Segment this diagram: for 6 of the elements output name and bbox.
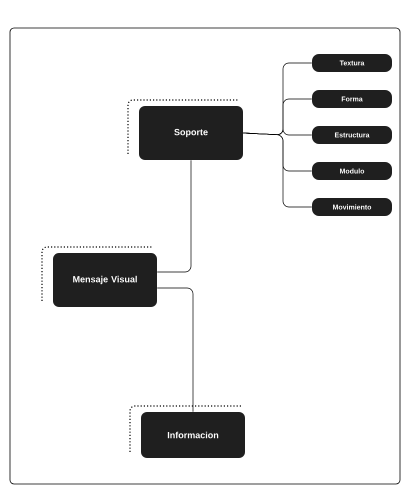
topic-box: Informacion [129, 405, 245, 458]
topic-box: Soporte [127, 99, 243, 160]
connector-line [156, 288, 194, 412]
connector-line [242, 132, 312, 208]
topic-box: Mensaje Visual [41, 246, 157, 307]
connector-line [156, 160, 192, 272]
